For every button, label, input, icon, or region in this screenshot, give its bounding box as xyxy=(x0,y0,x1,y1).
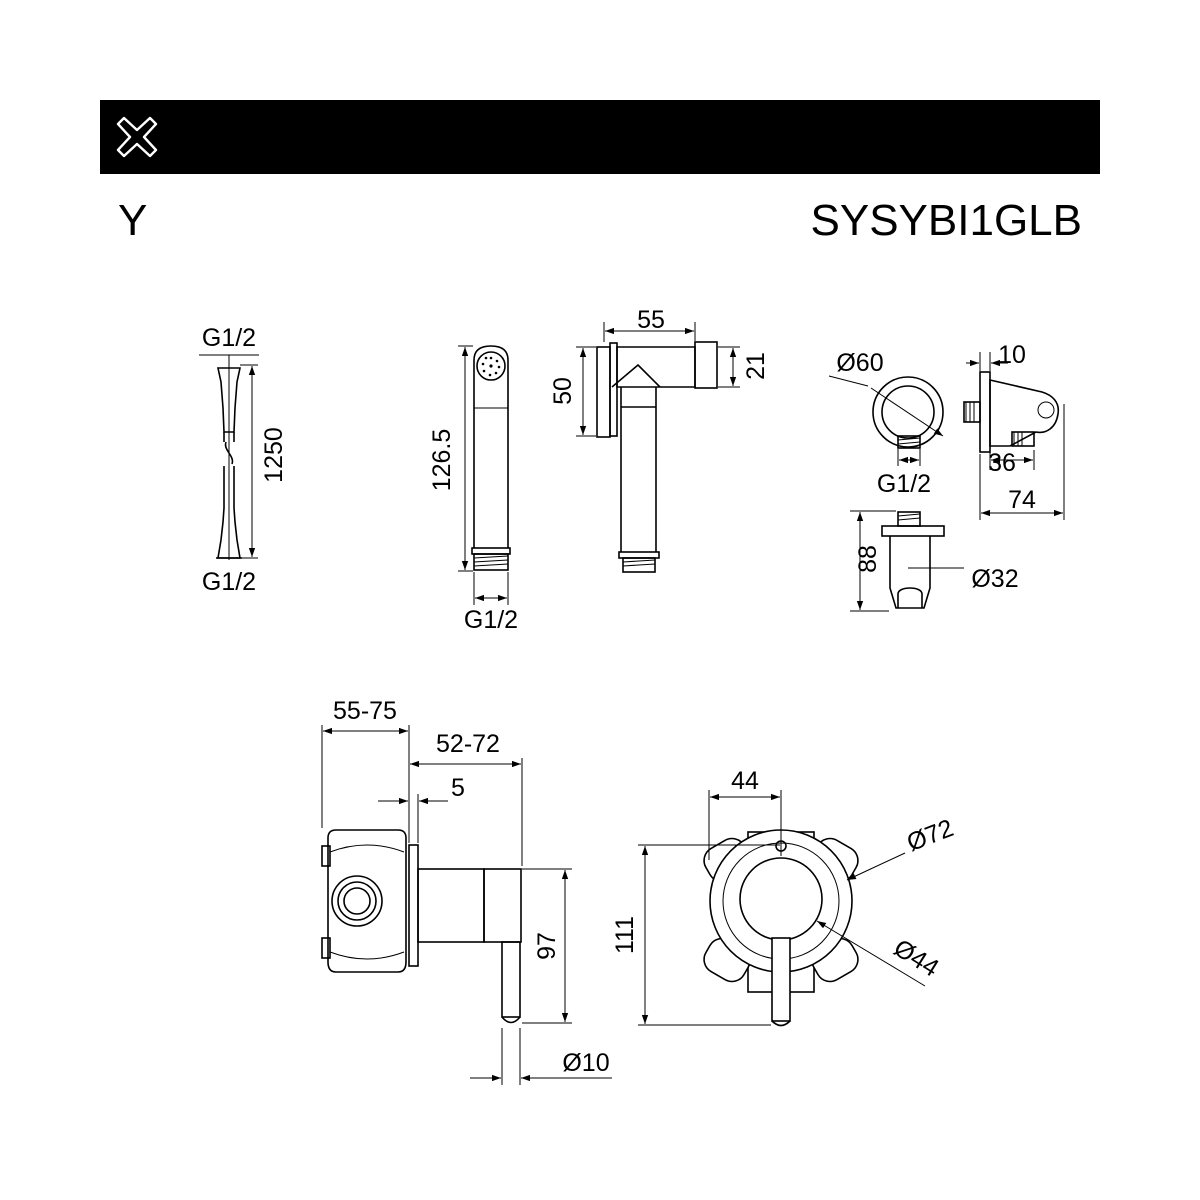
handset-thread xyxy=(473,553,509,571)
cap-diameter-label: Ø44 xyxy=(889,934,944,983)
handset-thread-label: G1/2 xyxy=(464,606,518,634)
mixer-front-view: 44 111 Ø72 Ø44 xyxy=(611,767,957,1027)
outlet-diameter-label: Ø60 xyxy=(836,349,883,377)
valve-body xyxy=(327,829,407,973)
outlet-total-depth-label: 74 xyxy=(1008,486,1036,514)
front-height-label: 111 xyxy=(611,916,639,954)
holder-plate-label: 50 xyxy=(549,377,577,405)
mixer-height-label: 97 xyxy=(533,932,561,960)
front-width-label: 44 xyxy=(731,767,759,795)
mixer-cap xyxy=(739,857,823,941)
cross-logo-icon xyxy=(116,116,158,158)
plate-thickness-label: 5 xyxy=(451,774,465,802)
outlet-thickness-label: 10 xyxy=(998,341,1026,369)
spray-nozzles xyxy=(481,356,501,377)
outlet-thread-label: G1/2 xyxy=(877,470,931,498)
rosette-diameter-label: Ø72 xyxy=(903,814,957,857)
hose-length-label: 1250 xyxy=(260,427,288,483)
lever-diameter-label: Ø10 xyxy=(562,1049,609,1077)
handset-view: 126.5 G1/2 xyxy=(428,345,518,634)
mixer-side-view: 55-75 52-72 5 97 Ø10 xyxy=(321,697,612,1085)
holder-side-view: 55 50 21 xyxy=(549,306,770,573)
holder-projection-label: 55 xyxy=(637,306,665,334)
cover-plate xyxy=(408,844,419,967)
header-background xyxy=(100,100,1100,174)
spray-face xyxy=(476,351,506,381)
holder-head-label: 21 xyxy=(742,352,770,380)
model-number: SYSYBI1GLB xyxy=(811,196,1082,245)
wall-outlet-views: Ø60 G1/2 10 36 74 88 Ø32 xyxy=(828,341,1065,612)
wall-plate xyxy=(596,346,611,438)
header-bar: WHITECROSS xyxy=(100,100,1100,174)
hose-bottom-thread-label: G1/2 xyxy=(202,568,256,596)
body-depth-label: 55-75 xyxy=(333,697,397,725)
brand-name: WHITECROSS xyxy=(172,118,396,155)
lever xyxy=(501,941,521,1018)
outlet-rosette xyxy=(872,376,944,448)
outlet-height-label: 88 xyxy=(854,545,882,573)
handset-length-label: 126.5 xyxy=(428,429,456,492)
hose-view: G1/2 G1/2 1250 xyxy=(199,324,288,596)
hose-top-thread-label: G1/2 xyxy=(202,324,256,352)
series-label: Y xyxy=(118,196,147,245)
handle-depth-label: 52-72 xyxy=(436,730,500,758)
outlet-depth-label: 36 xyxy=(988,449,1016,477)
holder-diameter-label: Ø32 xyxy=(971,565,1018,593)
